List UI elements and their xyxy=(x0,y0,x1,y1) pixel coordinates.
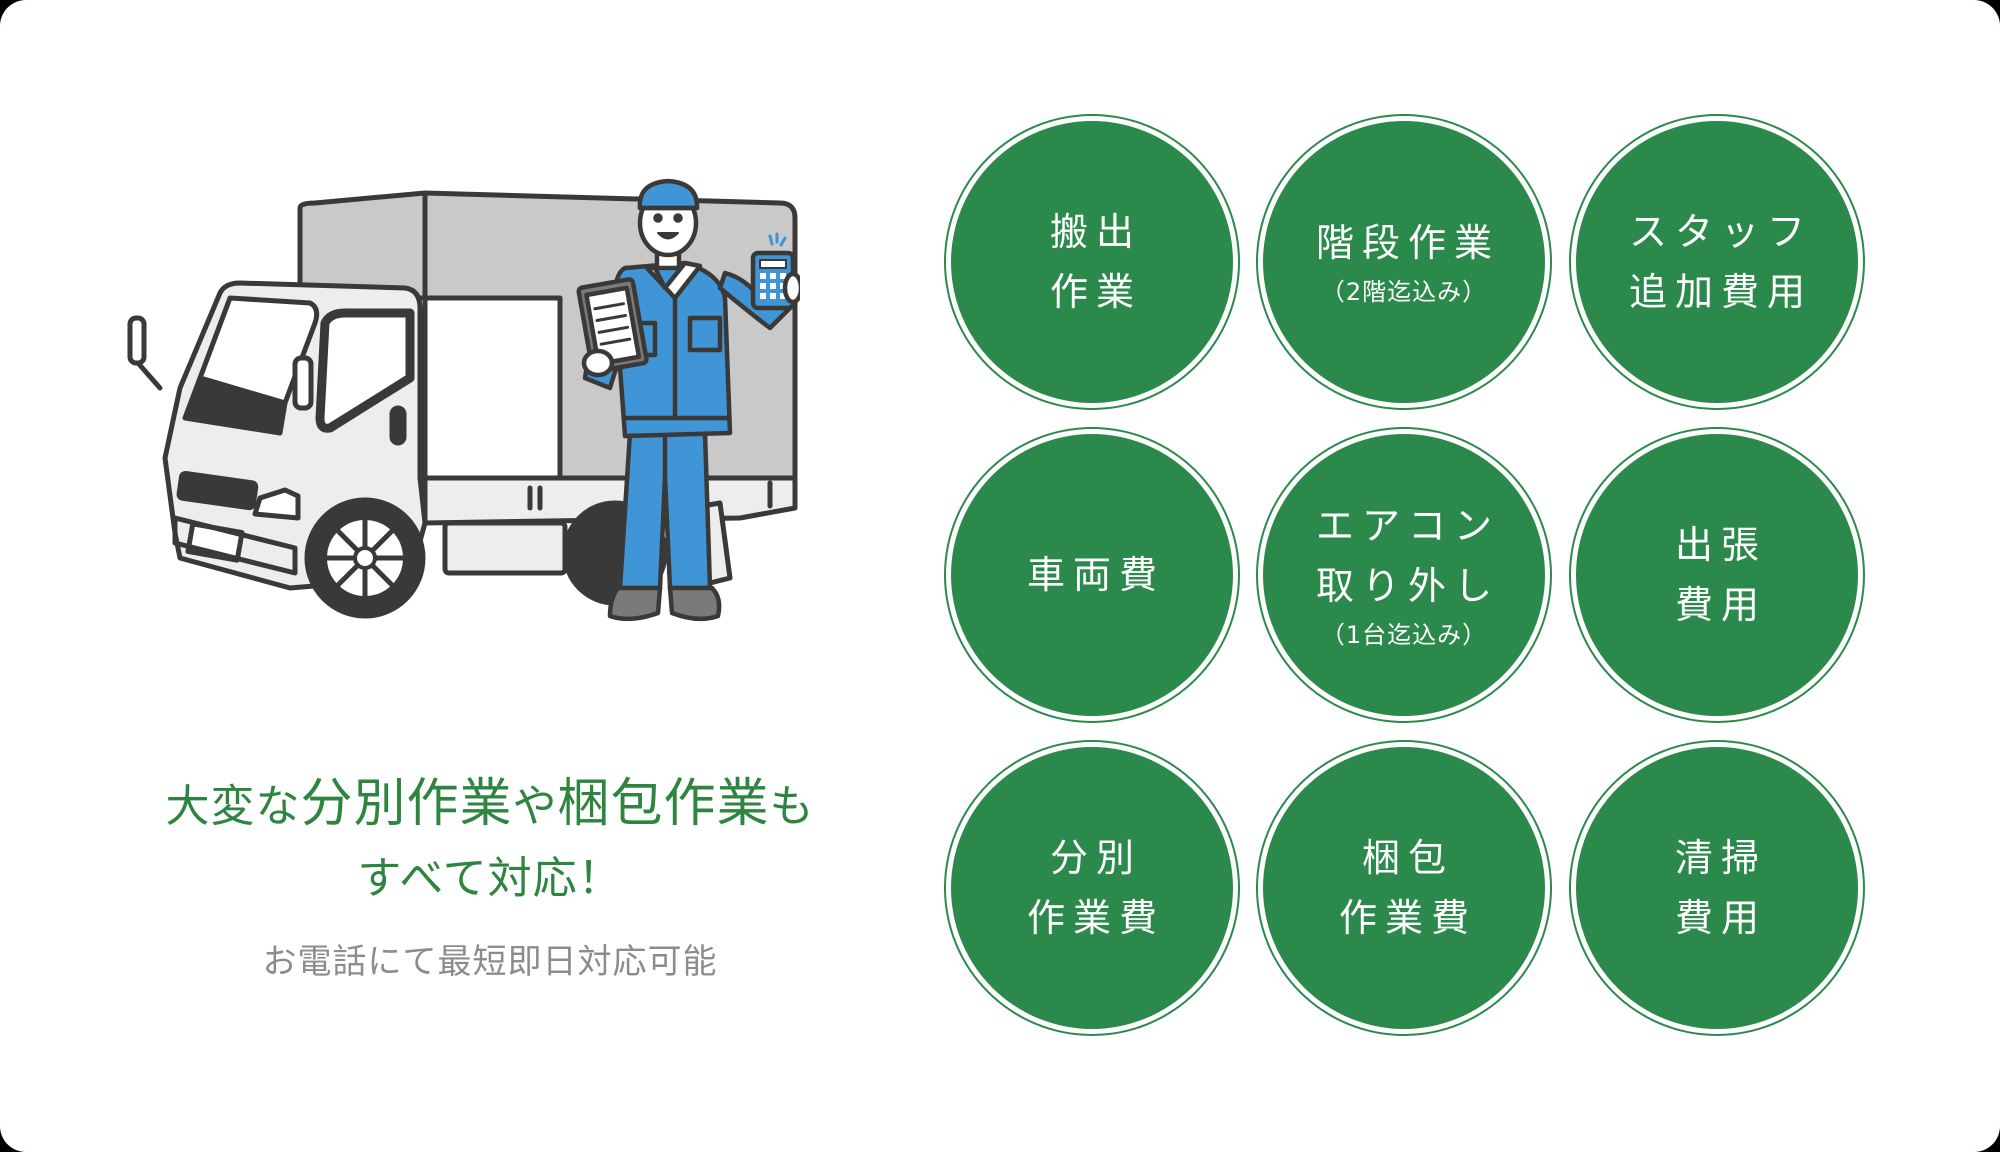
service-label: 清掃 xyxy=(1674,836,1767,880)
service-label: 費用 xyxy=(1674,583,1767,627)
service-label: 作業費 xyxy=(1026,896,1165,940)
service-circle-sorting: 分別 作業費 xyxy=(951,747,1233,1029)
service-circle-packing: 梱包 作業費 xyxy=(1263,747,1545,1029)
worker-icon xyxy=(576,178,800,622)
service-label: 車両費 xyxy=(1026,553,1165,597)
service-circle-extra-staff: スタッフ 追加費用 xyxy=(1576,121,1858,403)
service-label: 費用 xyxy=(1674,896,1767,940)
subline: お電話にて最短即日対応可能 xyxy=(262,942,718,982)
headline: 大変な分別作業や梱包作業も すべて対応！ xyxy=(100,768,880,915)
truck-worker-illustration xyxy=(127,178,800,622)
service-label: 搬出 xyxy=(1049,210,1142,254)
service-label: 分別 xyxy=(1049,836,1142,880)
service-circle-aircon-removal: エアコン 取り外し （1台迄込み） xyxy=(1263,434,1545,716)
service-label: 梱包 xyxy=(1361,836,1454,880)
service-label: エアコン xyxy=(1315,504,1500,548)
service-label: 作業 xyxy=(1049,270,1142,314)
service-circle-stairs: 階段作業 （2階迄込み） xyxy=(1263,121,1545,403)
headline-text-emphasis: 分別作業 xyxy=(300,774,513,834)
service-label: 作業費 xyxy=(1338,896,1477,940)
service-note: （1台迄込み） xyxy=(1320,621,1488,649)
headline-text: 大変な xyxy=(165,781,301,832)
service-circle-cleaning: 清掃 費用 xyxy=(1576,747,1858,1029)
service-note: （2階迄込み） xyxy=(1320,278,1488,306)
headline-text: も xyxy=(769,781,815,832)
headline-line-2: すべて対応！ xyxy=(357,853,623,904)
headline-text: や xyxy=(512,781,558,832)
service-label: 追加費用 xyxy=(1628,270,1813,314)
headline-text-emphasis: 梱包作業 xyxy=(557,774,770,834)
service-circle-unloading: 搬出 作業 xyxy=(951,121,1233,403)
service-label: 取り外し xyxy=(1315,564,1500,608)
service-circle-vehicle: 車両費 xyxy=(951,434,1233,716)
headline-line-1: 大変な分別作業や梱包作業も xyxy=(100,768,880,843)
service-label: 階段作業 xyxy=(1315,221,1500,265)
service-circle-travel: 出張 費用 xyxy=(1576,434,1858,716)
service-label: スタッフ xyxy=(1628,210,1813,254)
service-label: 出張 xyxy=(1674,523,1767,567)
